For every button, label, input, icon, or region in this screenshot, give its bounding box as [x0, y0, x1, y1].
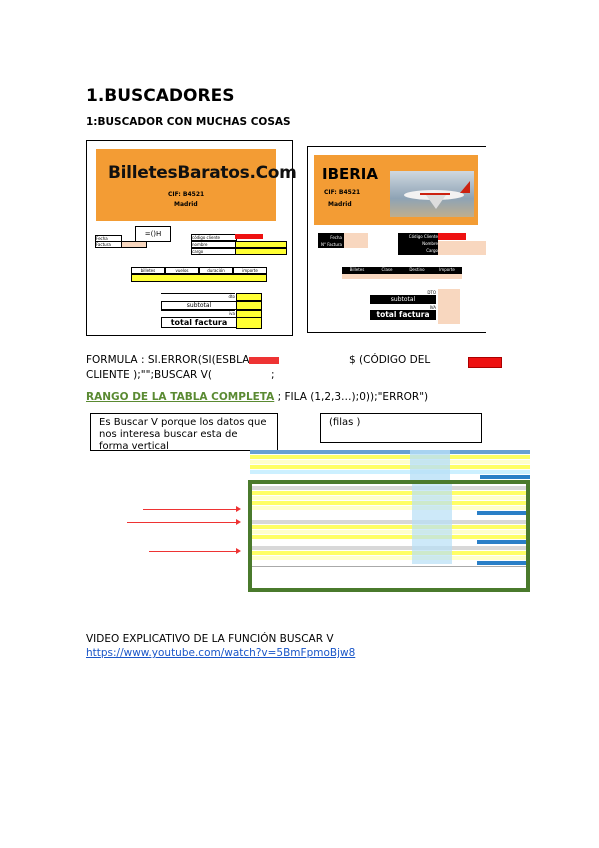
- airplane-image: [390, 171, 474, 217]
- formula-line2-end: ;: [271, 369, 275, 381]
- iberia-cargo: Cargo: [426, 248, 438, 253]
- subheading-buscador: 1:BUSCADOR CON MUCHAS COSAS: [86, 116, 291, 128]
- brand-city: Madrid: [174, 201, 198, 208]
- total-factura-value: [236, 317, 262, 329]
- field-factura-value: [121, 241, 147, 248]
- col-header: Importe: [439, 267, 455, 272]
- iberia-table-header: Billetes Clase Destino Importe: [342, 267, 462, 274]
- formula-cell: =()H: [135, 226, 171, 242]
- note-filas-text: (filas ): [329, 417, 361, 428]
- formula-line1: FORMULA : SI.ERROR(SI(ESBLA: [86, 354, 280, 366]
- heading-buscadores: 1.BUSCADORES: [86, 86, 235, 106]
- formula-line3: RANGO DE LA TABLA COMPLETA ; FILA (1,2,3…: [86, 391, 428, 403]
- col-header: Destino: [409, 267, 425, 272]
- brand-title: BilletesBaratos.Com: [108, 163, 297, 183]
- note-buscarv-text: Es Buscar V porque los datos que nos int…: [99, 417, 267, 451]
- total-subtotal-label: subtotal: [161, 301, 237, 310]
- iberia-title: IBERIA: [322, 165, 379, 183]
- red-arrow-1: [143, 506, 241, 512]
- iberia-banner: IBERIA CIF: B4521 Madrid: [314, 155, 478, 225]
- iberia-city: Madrid: [328, 201, 352, 208]
- note-buscarv: Es Buscar V porque los datos que nos int…: [90, 413, 278, 451]
- iberia-dto: DTO: [427, 290, 436, 295]
- col-header: Billetes: [349, 267, 365, 272]
- iberia-codigo-value: [438, 233, 466, 240]
- redacted-block: [249, 356, 280, 364]
- field-codigo-cliente: código cliente: [191, 234, 237, 241]
- iberia-codigo-cliente: Código Cliente: [408, 234, 438, 239]
- iberia-dto-value: [438, 289, 460, 324]
- col-header: duración: [199, 267, 233, 274]
- total-factura-label: total factura: [161, 317, 237, 328]
- col-header: vuelos: [165, 267, 199, 274]
- formula-line1-b: $ (CÓDIGO DEL: [349, 354, 431, 366]
- field-cargo-value: [235, 248, 287, 255]
- video-label: VIDEO EXPLICATIVO DE LA FUNCIÓN BUSCAR V: [86, 633, 334, 645]
- formula-line1-a: FORMULA : SI.ERROR(SI(ESBLA: [86, 354, 250, 366]
- field-factura: Factura: [95, 241, 122, 248]
- iberia-nombre: Nombre: [422, 241, 438, 246]
- rango-tabla-link[interactable]: RANGO DE LA TABLA COMPLETA: [86, 391, 275, 403]
- red-arrow-2: [127, 519, 241, 525]
- iberia-cif: CIF: B4521: [324, 189, 361, 196]
- total-subtotal-value: [236, 301, 262, 310]
- iberia-iva: IVA: [429, 305, 436, 310]
- field-nombre: nombre: [191, 241, 237, 248]
- red-arrow-3: [149, 548, 241, 554]
- total-dto-label: dto: [161, 293, 235, 299]
- items-row: [131, 274, 267, 282]
- total-dto-value: [236, 293, 262, 301]
- iberia-fields-right-black: [398, 233, 438, 255]
- formula-line3-rest: ; FILA (1,2,3…);0));"ERROR"): [277, 391, 429, 403]
- field-codigo-value: [235, 234, 263, 239]
- iberia-nombre-value: [438, 241, 486, 255]
- redacted-block-right: [468, 357, 502, 368]
- spreadsheet-frame: [248, 480, 530, 592]
- iberia-fecha-value: [344, 233, 368, 248]
- col-header: billetes: [131, 267, 165, 274]
- iberia-factura: N° Factura: [320, 242, 342, 247]
- iberia-fecha: Fecha: [330, 235, 342, 240]
- brand-banner: BilletesBaratos.Com CIF: B4521 Madrid: [96, 149, 297, 221]
- iberia-table-row: [342, 274, 462, 279]
- field-cargo: cargo: [191, 248, 237, 255]
- iberia-total-factura: total factura: [370, 310, 436, 320]
- col-header: importe: [233, 267, 267, 274]
- note-filas: (filas ): [320, 413, 482, 443]
- formula-line2: CLIENTE );"";BUSCAR V(: [86, 369, 212, 381]
- invoice-billetesbaratos: BilletesBaratos.Com CIF: B4521 Madrid =(…: [86, 140, 297, 336]
- field-nombre-value: [235, 241, 287, 248]
- total-iva-label: iva: [161, 310, 235, 316]
- spreadsheet-preview: [250, 450, 530, 480]
- col-header: Clase: [381, 267, 393, 272]
- invoice-iberia: IBERIA CIF: B4521 Madrid Fecha N° Factur…: [307, 146, 486, 333]
- video-link[interactable]: https://www.youtube.com/watch?v=5BmFpmoB…: [86, 647, 356, 659]
- iberia-subtotal: subtotal: [370, 295, 436, 304]
- brand-cif: CIF: B4521: [168, 191, 205, 198]
- items-table: billetes vuelos duración importe: [131, 267, 267, 282]
